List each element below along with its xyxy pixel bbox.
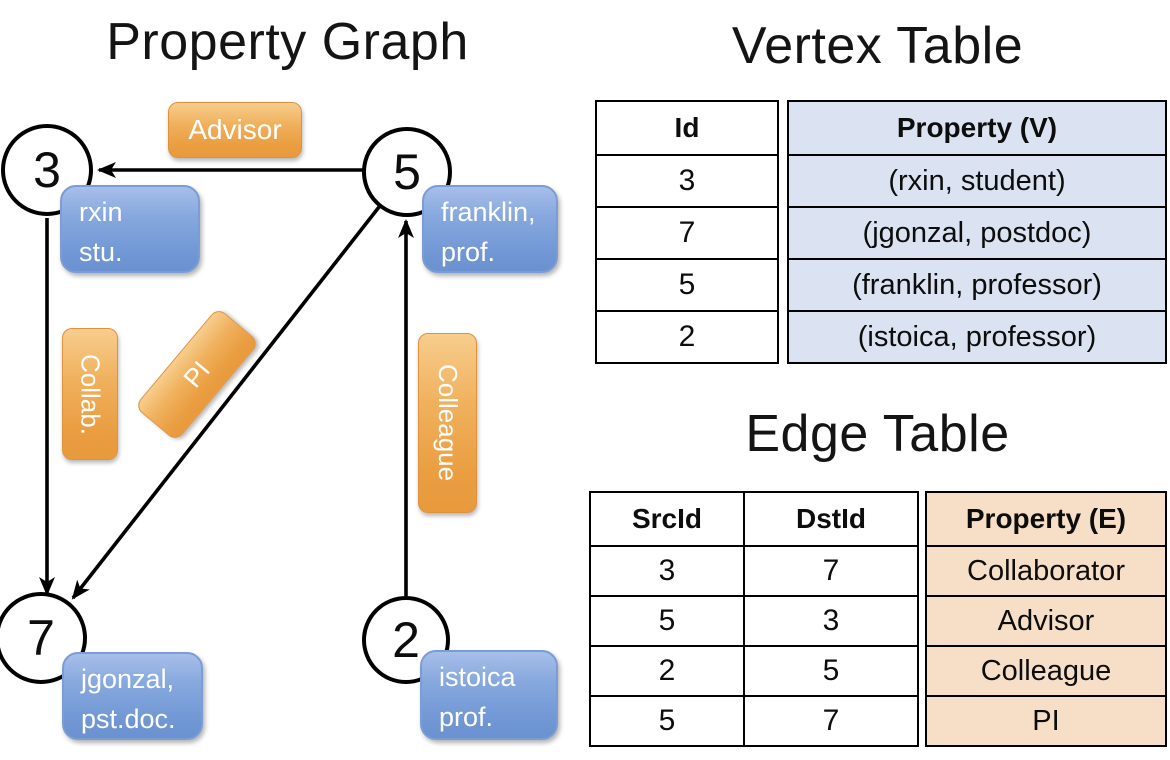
vertex-property-box-franklin: franklin, prof.	[422, 185, 558, 273]
edge-table-src-cell: 2	[589, 645, 745, 697]
edge-table-property-cell: PI	[925, 695, 1167, 747]
vertex-property-line: stu.	[79, 237, 123, 267]
vertex-table-id-column: Id 3 7 5 2	[595, 100, 779, 364]
vertex-table-property-cell: (jgonzal, postdoc)	[787, 206, 1167, 260]
vertex-table-id-cell: 7	[595, 206, 779, 260]
vertex-property-line: franklin,	[441, 197, 536, 227]
edge-table-title: Edge Table	[745, 405, 1010, 463]
vertex-table-property-column: Property (V) (rxin, student) (jgonzal, p…	[787, 100, 1167, 364]
vertex-table-id-cell: 3	[595, 154, 779, 208]
edge-table-dst-cell: 5	[743, 645, 919, 697]
edge-table-dst-cell: 7	[743, 545, 919, 597]
vertex-property-line: prof.	[439, 702, 494, 732]
vertex-id-5: 5	[393, 144, 421, 200]
vertex-id-3: 3	[33, 142, 61, 198]
edge-table-src-dst-columns: SrcId DstId 3 7 5 3 2 5 5 7	[589, 491, 919, 747]
edge-table-src-cell: 5	[589, 695, 745, 747]
edge-table-property-cell: Collaborator	[925, 545, 1167, 597]
edge-table-header-srcid: SrcId	[589, 491, 745, 547]
vertex-table-property-cell: (rxin, student)	[787, 154, 1167, 208]
edge-arrow-5-to-7	[71, 205, 381, 600]
edge-table-header-dstid: DstId	[743, 491, 919, 547]
edge-label-text: Colleague	[433, 364, 463, 482]
vertex-property-box-jgonzal: jgonzal, pst.doc.	[62, 652, 203, 740]
edge-label-text: PI	[177, 355, 217, 394]
edge-table-dst-cell: 3	[743, 595, 919, 647]
property-graph-panel: Property Graph 3 5 7 2 rxin stu. frankli…	[0, 13, 558, 740]
graph-edges	[39, 162, 414, 600]
edge-table-property-column: Property (E) Collaborator Advisor Collea…	[925, 491, 1167, 747]
vertex-table-property-cell: (istoica, professor)	[787, 310, 1167, 364]
vertex-table-title: Vertex Table	[731, 17, 1024, 75]
edge-label-collab: Collab.	[62, 328, 118, 460]
vertex-circle-5: 5	[362, 127, 452, 217]
vertex-circle-2: 2	[362, 596, 450, 684]
vertex-property-line: jgonzal,	[81, 664, 175, 694]
edge-table-dst-cell: 7	[743, 695, 919, 747]
vertex-table-header-id: Id	[595, 100, 779, 156]
vertex-table-id-cell: 2	[595, 310, 779, 364]
vertex-property-line: prof.	[441, 237, 496, 267]
edge-label-colleague: Colleague	[418, 333, 477, 513]
property-graph-title: Property Graph	[106, 13, 469, 71]
vertex-table-property-cell: (franklin, professor)	[787, 258, 1167, 312]
vertex-property-line: istoica	[439, 662, 516, 692]
edge-table-property-cell: Advisor	[925, 595, 1167, 647]
vertex-id-7: 7	[27, 610, 55, 666]
vertex-table-header-property: Property (V)	[787, 100, 1167, 156]
vertex-property-box-istoica: istoica prof.	[420, 650, 558, 740]
edge-table-property-cell: Colleague	[925, 645, 1167, 697]
vertex-property-line: rxin	[79, 197, 123, 227]
edge-table-src-cell: 3	[589, 545, 745, 597]
vertex-property-line: pst.doc.	[81, 704, 176, 734]
edge-label-text: Collab.	[75, 353, 106, 435]
vertex-table-id-cell: 5	[595, 258, 779, 312]
vertex-property-box-rxin: rxin stu.	[60, 185, 200, 273]
edge-table-header-property: Property (E)	[925, 491, 1167, 547]
edge-label-text: Advisor	[188, 114, 282, 145]
edge-label-advisor: Advisor	[168, 102, 302, 158]
edge-table-src-cell: 5	[589, 595, 745, 647]
vertex-id-2: 2	[392, 612, 420, 668]
